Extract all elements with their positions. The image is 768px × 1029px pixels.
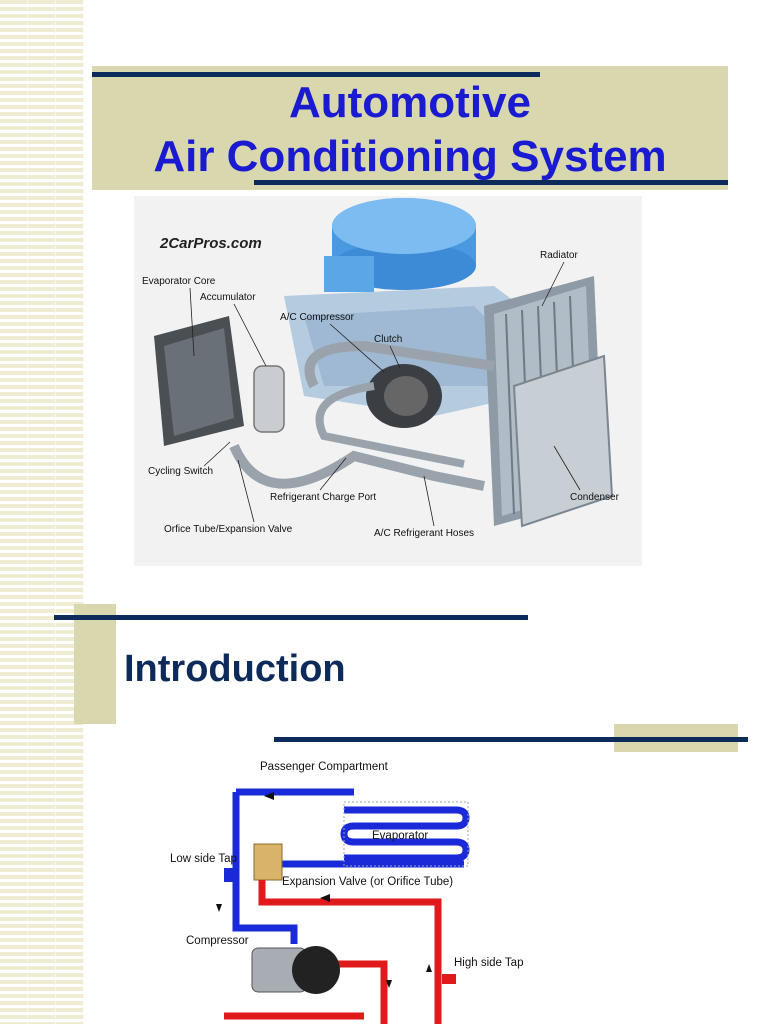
label-condenser: Condenser [570, 492, 620, 503]
intro-top-rule [54, 615, 528, 620]
label-radiator: Radiator [540, 250, 578, 261]
label-expansion-valve: Expansion Valve (or Orifice Tube) [282, 876, 453, 888]
label-clutch: Clutch [374, 334, 402, 345]
title-box [92, 66, 728, 190]
label-orifice-tube: Orfice Tube/Expansion Valve [164, 524, 293, 535]
label-evaporator: Evaporator [372, 830, 428, 842]
decorative-stripes [0, 0, 84, 1024]
intro-bottom-rule [274, 737, 748, 742]
engine-ac-photo: 2CarPros.com Evaporator Core Accumulator… [134, 196, 642, 566]
label-ac-compressor: A/C Compressor [280, 312, 355, 323]
label-refrigerant-charge-port: Refrigerant Charge Port [270, 492, 376, 503]
label-passenger-compartment: Passenger Compartment [260, 761, 389, 773]
label-high-side-tap: High side Tap [454, 957, 523, 969]
ac-cycle-diagram: Passenger Compartment Evaporator Expansi… [164, 752, 524, 1024]
title-top-rule [92, 72, 540, 77]
label-compressor: Compressor [186, 935, 249, 947]
watermark-label: 2CarPros.com [159, 235, 262, 252]
label-accumulator: Accumulator [200, 292, 256, 303]
label-refrigerant-hoses: A/C Refrigerant Hoses [374, 528, 474, 539]
label-evaporator-core: Evaporator Core [142, 276, 216, 287]
section-heading: Introduction [124, 648, 346, 690]
title-bottom-rule [254, 180, 728, 185]
slide-title-line1: Automotive [289, 78, 531, 127]
label-cycling-switch: Cycling Switch [148, 466, 213, 477]
intro-accent-box [74, 604, 116, 724]
slide-title-line2: Air Conditioning System [153, 132, 667, 181]
label-low-side-tap: Low side Tap [170, 853, 237, 865]
